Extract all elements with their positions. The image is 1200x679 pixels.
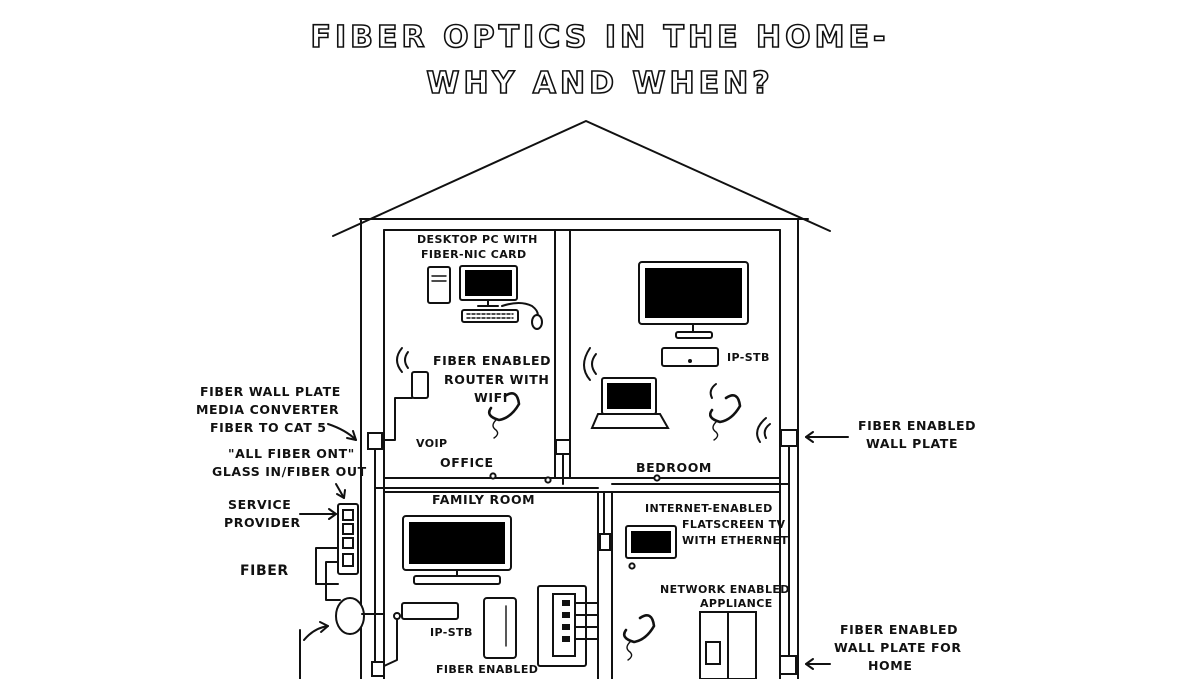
fiber-label: FIBER (240, 563, 289, 579)
roof-outline (332, 120, 831, 237)
bedroom-room-label: BEDROOM (636, 460, 712, 475)
office-room: DESKTOP PC WITH FIBER-NIC CARD FIBER ENA… (367, 233, 571, 480)
wifi-signal-icon (404, 351, 409, 369)
meter-arrow (303, 625, 329, 641)
provider-label-2: PROVIDER (224, 515, 301, 530)
office-right-wall-plate-icon (555, 439, 571, 455)
ont-label-1: "ALL FIBER ONT" (228, 446, 355, 461)
wall-plate-home-label-1: FIBER ENABLED (840, 622, 958, 637)
office-room-label: OFFICE (440, 455, 494, 470)
laptop-wifi-icon (591, 353, 597, 375)
diagram-title-line-2: WHY AND WHEN? (426, 65, 774, 102)
wall-plate-right-label-1: FIBER ENABLED (858, 418, 976, 433)
diagram-title-line-1: FIBER OPTICS IN THE HOME- (310, 19, 890, 56)
bedroom-room: IP-STB BEDROOM (544, 261, 798, 484)
router-label-1: FIBER ENABLED (433, 353, 551, 368)
game-console-icon (483, 597, 517, 659)
router-icon (411, 371, 429, 399)
ont-arrow (335, 483, 345, 499)
family-ip-stb-icon (401, 602, 459, 620)
flatscreen-label-2: FLATSCREEN TV (682, 518, 786, 531)
lower-right-room: INTERNET-ENABLED FLATSCREEN TV WITH ETHE… (599, 502, 797, 679)
house-structure (332, 120, 831, 679)
left-callouts: FIBER WALL PLATE MEDIA CONVERTER FIBER T… (196, 384, 367, 641)
desktop-pc-label-2: FIBER-NIC CARD (421, 248, 527, 261)
wall-plate-converter-label-1: FIBER WALL PLATE (200, 384, 341, 399)
router-cable (377, 397, 413, 441)
family-room: FAMILY ROOM IP-STB FIBER ENABLED (383, 492, 599, 676)
bedroom-phone-icon (708, 394, 742, 424)
mouse-icon (531, 314, 543, 330)
family-ip-stb-label: IP-STB (430, 626, 473, 639)
ont-label-2: GLASS IN/FIBER OUT (212, 464, 367, 479)
bedroom-ip-stb-label: IP-STB (727, 351, 770, 364)
desktop-pc-label-1: DESKTOP PC WITH (417, 233, 538, 246)
wall-plate-home-label-2: WALL PLATE FOR (834, 640, 962, 655)
office-wall-plate-icon (367, 432, 383, 450)
flatscreen-label-3: WITH ETHERNET (682, 534, 788, 547)
desktop-tower-icon (427, 266, 451, 304)
router-label-3: WIFI (474, 390, 508, 405)
fiber-wiring (374, 445, 790, 671)
wall-plate-converter-label-2: MEDIA CONVERTER (196, 402, 339, 417)
router-label-2: ROUTER WITH (444, 372, 549, 387)
right-callouts: FIBER ENABLED WALL PLATE FIBER ENABLED W… (805, 418, 976, 673)
family-room-label: FAMILY ROOM (432, 492, 535, 507)
service-equipment (299, 503, 385, 679)
wall-plate-right-label-2: WALL PLATE (866, 436, 958, 451)
appliance-label-1: NETWORK ENABLED (660, 583, 790, 596)
appliance-label-2: APPLIANCE (700, 597, 773, 610)
family-fiber-enabled-label: FIBER ENABLED (436, 663, 538, 676)
family-phone-icon (622, 614, 656, 644)
flatscreen-label-1: INTERNET-ENABLED (645, 502, 773, 515)
wall-plate-home-label-3: HOME (868, 658, 912, 673)
home-wall-plate-icon (779, 655, 797, 675)
voip-phone-icon (487, 392, 521, 422)
wall-plate-arrow (327, 423, 357, 441)
wall-plate-converter-label-3: FIBER TO CAT 5 (210, 420, 327, 435)
service-meter-icon (335, 597, 365, 635)
bedroom-ip-stb-icon (661, 347, 719, 367)
provider-label-1: SERVICE (228, 497, 291, 512)
keyboard-icon (461, 309, 519, 323)
voip-label: VOIP (416, 437, 447, 450)
center-wall-plate-icon (599, 533, 611, 551)
bedroom-wall-plate-icon (780, 429, 798, 447)
